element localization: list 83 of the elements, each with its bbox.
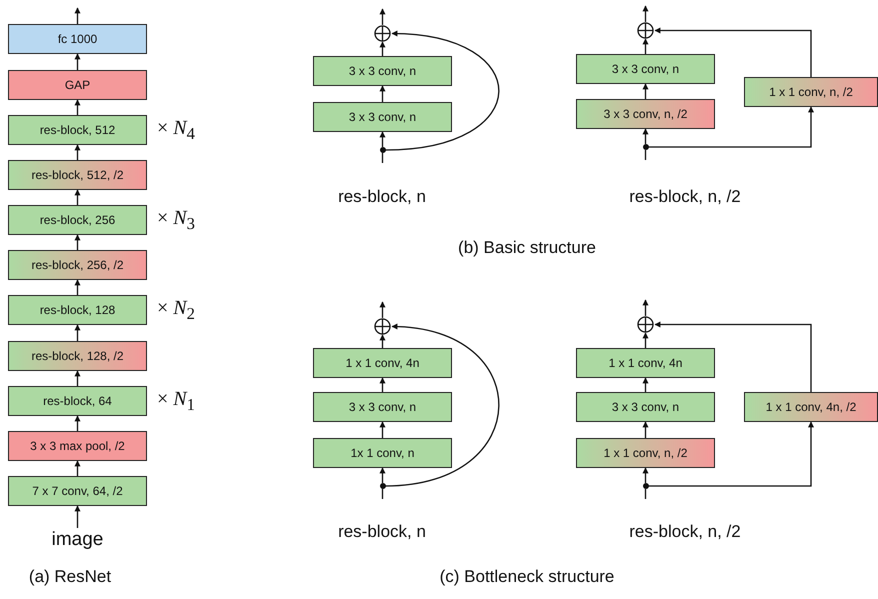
layer-box: res-block, 512 [8,115,147,145]
input-label: image [38,528,118,552]
layer-box: 3 x 3 conv, n [313,56,452,86]
connector-line [644,150,646,160]
arrow [642,299,648,316]
arrow [642,332,648,348]
arrow [74,53,80,70]
layer-box: res-block, 512, /2 [8,160,147,190]
layer-box: 3 x 3 conv, n [576,392,715,422]
arrow [74,7,80,24]
arrow [74,370,80,386]
arrow [642,421,648,438]
arrow [642,83,648,99]
arrow [380,467,386,483]
arrow [642,5,648,22]
layer-box: GAP [8,70,147,100]
layer-box: 3 x 3 conv, n [313,392,452,422]
layer-box: 3 x 3 conv, n, /2 [576,99,715,129]
repeat-count: × N$_{4}$ [157,117,195,144]
layer-box: 3 x 3 max pool, /2 [8,431,147,461]
caption: (b) Basic structure [458,238,596,258]
arrow [642,128,648,144]
repeat-count: × N$_{1}$ [157,388,195,415]
arrow [380,8,386,25]
sum-symbol [637,316,654,333]
arrow [74,460,80,476]
arrow [642,467,648,483]
layer-box: 7 x 7 conv, 64, /2 [8,476,147,506]
arrow [74,505,80,528]
branch-point [380,147,386,153]
layer-box: 3 x 3 conv, n [313,102,452,132]
sum-symbol [637,22,654,39]
arrow [74,324,80,341]
layer-box: 1 x 1 conv, 4n, /2 [744,392,878,422]
layer-box: res-block, 64 [8,386,147,416]
arrow [74,279,80,295]
arrow [380,377,386,392]
layer-box: 1 x 1 conv, 4n [576,348,715,378]
layer-box: res-block, 256, /2 [8,250,147,280]
arrow [654,28,812,77]
branch-point [642,144,648,150]
connector-line [382,489,384,499]
arrow [648,106,814,148]
layer-box: 1 x 1 conv, 4n [313,348,452,378]
block-name: res-block, n, /2 [629,522,741,542]
layer-box: res-block, 256 [8,205,147,235]
layer-box: res-block, 128 [8,295,147,325]
arrow [380,41,386,56]
block-name: res-block, n [338,522,426,542]
arrow [74,234,80,250]
arrow [380,85,386,102]
arrow [380,334,386,348]
layer-box: res-block, 128, /2 [8,341,147,371]
connector-line [382,153,384,163]
arrow [380,421,386,438]
arrow [642,38,648,54]
repeat-count: × N$_{3}$ [157,207,195,234]
repeat-count: × N$_{2}$ [157,297,195,324]
branch-point [380,483,386,489]
arrow [74,144,80,160]
block-name: res-block, n [338,187,426,207]
arrow [74,415,80,431]
sum-symbol [374,25,391,42]
layer-box: 3 x 3 conv, n [576,54,715,84]
arrow [642,377,648,392]
branch-point [642,483,648,489]
arrow [385,324,500,487]
arrow [385,30,500,151]
connector-line [644,489,646,499]
arrow [648,421,814,487]
arrow [74,99,80,115]
layer-box: 1 x 1 conv, n, /2 [744,77,878,107]
arrow [74,189,80,205]
sum-symbol [374,318,391,335]
caption: (a) ResNet [28,567,112,587]
arrow [380,131,386,147]
arrow [654,322,812,392]
layer-box: 1x 1 conv, n [313,438,452,468]
caption: (c) Bottleneck structure [440,567,614,587]
layer-box: 1 x 1 conv, n, /2 [576,438,715,468]
arrow [380,301,386,318]
block-name: res-block, n, /2 [629,187,741,207]
layer-box: fc 1000 [8,24,147,54]
